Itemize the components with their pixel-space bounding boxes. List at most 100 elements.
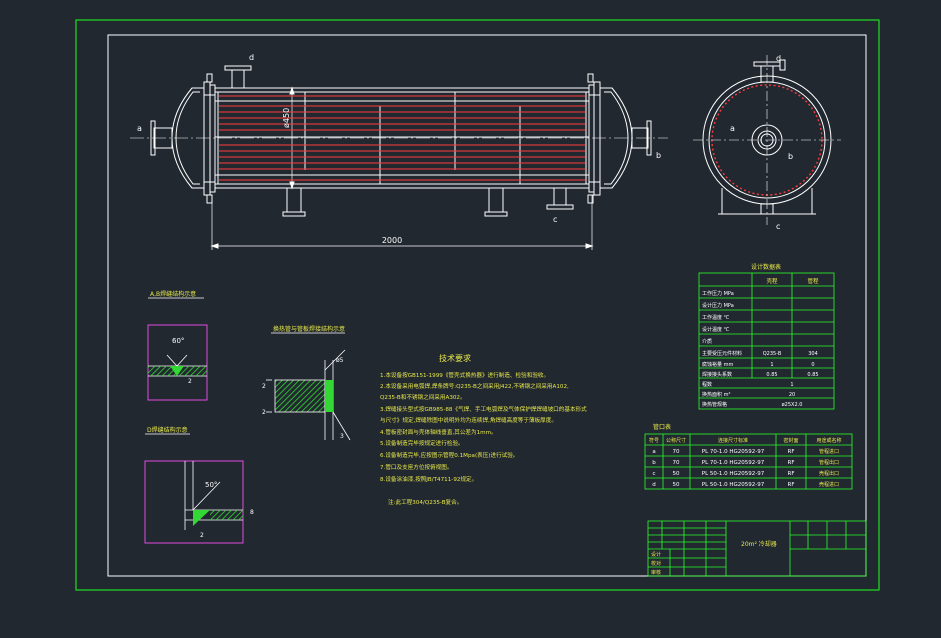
detail-d-title: D焊缝结构示意 [147, 426, 188, 434]
main-view [130, 65, 668, 250]
nozzle-cell: c [652, 471, 655, 477]
label-nozzle-a: a [137, 124, 142, 133]
nozzle-header: 密封面 [783, 437, 798, 444]
design-row-label: 设计温度 ℃ [702, 326, 730, 333]
design-row-label: 工作温度 ℃ [702, 314, 730, 321]
nozzle-table: 管口表 符号 公称尺寸 连接尺寸标准 密封面 用途或名称 a 70 PL 70-… [644, 423, 853, 490]
inner-frame [107, 34, 867, 577]
end-view [693, 55, 841, 225]
length-dimension-text: 2000 [382, 236, 402, 245]
detail-d-box [144, 460, 244, 544]
nozzle-table-title: 管口表 [653, 423, 671, 431]
detail-tube-dim1: ø5 [336, 357, 344, 364]
design-cell: 0.85 [766, 372, 777, 378]
nozzle-cell: 壳程进口 [819, 481, 839, 488]
design-row-label: 介质 [702, 338, 712, 345]
left-flange [203, 81, 211, 196]
design-row-label: 程数 [702, 381, 712, 388]
nozzle-c [553, 187, 567, 206]
design-cell: 0.85 [807, 372, 818, 378]
design-row-label: 换热管规格 [702, 401, 727, 408]
nozzle-d [231, 69, 245, 89]
detail-tube-dim3: 2 [262, 409, 266, 416]
nozzle-cell: 50 [673, 471, 680, 477]
nozzle-cell: PL 50-1.0 HG20592-97 [702, 482, 765, 488]
detail-ab-title: A,B焊缝结构示意 [150, 290, 196, 298]
nozzle-cell: 管程进口 [819, 448, 839, 455]
sign-row-label: 审核 [651, 569, 661, 576]
notes-footnote: 注:此工程304/Q235-B复合。 [388, 498, 462, 506]
label-nozzle-b: b [656, 151, 661, 160]
title-block: 20m² 冷却器 设计 校对 审核 [647, 520, 867, 577]
drawing-name: 20m² 冷却器 [741, 540, 777, 548]
design-data-table: 设计数据表 壳程 管程 工作压力 MPa 设计压力 MPa 工作温度 ℃ 设计温… [698, 263, 835, 410]
detail-ab-gap: 2 [188, 378, 192, 385]
sign-row-label: 校对 [651, 560, 661, 567]
end-label-a: a [730, 124, 735, 133]
note-line: 1.本设备按GB151-1999《管壳式换热器》进行制造、检验和验收。 [380, 371, 549, 379]
label-nozzle-c: c [553, 215, 557, 224]
detail-ab-angle: 60° [172, 337, 184, 345]
nozzle-cell: 壳程出口 [819, 470, 839, 477]
outer-frame [75, 19, 880, 591]
detail-tube-dim2: 2 [262, 383, 266, 390]
nozzle-cell: 50 [673, 482, 680, 488]
design-row-label: 设计压力 MPa [702, 302, 734, 309]
note-line: 与尺寸》规定,焊缝除图中说明外均为连续焊,角焊缝高度等于薄板厚度。 [380, 416, 557, 424]
note-line: 5.设备制造完毕按规定进行检验。 [380, 439, 464, 447]
nozzle-cell: 70 [673, 460, 680, 466]
design-cell: 304 [808, 351, 818, 357]
end-label-c: c [776, 222, 780, 231]
design-row-label: 焊接接头系数 [702, 371, 732, 378]
detail-tube-dim4: 3 [340, 433, 344, 440]
support-left [286, 187, 302, 213]
detail-tube-title: 换热管与管板焊接结构示意 [273, 325, 345, 333]
nozzle-header: 公称尺寸 [666, 437, 686, 444]
end-label-b: b [788, 152, 793, 161]
technical-notes: 技术要求 1.本设备按GB151-1999《管壳式换热器》进行制造、检验和验收。… [380, 353, 587, 506]
sign-row-label: 设计 [651, 551, 661, 558]
design-cell: 0 [811, 362, 814, 368]
nozzle-cell: PL 70-1.0 HG20592-97 [702, 449, 765, 455]
nozzle-cell: d [652, 482, 656, 488]
design-row-label: 换热面积 m² [702, 391, 730, 398]
note-line: 3.焊缝接头型式按GB985-88《气焊、手工电弧焊及气体保护焊焊缝坡口的基本形… [380, 405, 587, 413]
right-flange [593, 81, 601, 196]
design-table-title: 设计数据表 [751, 263, 781, 271]
nozzle-cell: RF [788, 471, 795, 477]
design-row-label: 工作压力 MPa [702, 290, 734, 297]
design-cell: Q235-B [763, 351, 782, 357]
design-col-header: 壳程 [766, 277, 778, 285]
design-cell: 1 [790, 382, 793, 388]
design-col-header: 管程 [807, 277, 819, 285]
design-row-label: 主要受压元件材料 [702, 350, 742, 357]
note-line: Q235-B和不锈钢之间采用A302。 [380, 393, 466, 401]
nozzle-cell: PL 50-1.0 HG20592-97 [702, 471, 765, 477]
design-cell: ø25X2.0 [782, 402, 803, 408]
notes-title: 技术要求 [439, 353, 471, 363]
design-cell: 1 [770, 362, 773, 368]
note-line: 6.设备制造完毕,应按图示管程0.1Mpa(表压)进行试验。 [380, 451, 518, 459]
nozzle-header: 连接尺寸标准 [718, 437, 748, 444]
note-line: 2.本设备采用电弧焊,焊条牌号:Q235-B之间采用J422,不锈钢之间采用A1… [380, 382, 569, 390]
detail-tube-plate [274, 379, 326, 413]
nozzle-cell: a [652, 449, 655, 455]
nozzle-header: 用途或名称 [816, 437, 841, 444]
nozzle-header: 符号 [649, 437, 659, 444]
tube-bundle [219, 95, 585, 181]
note-line: 4.管板密封面与壳体轴线垂直,其公差为1mm。 [380, 428, 497, 436]
detail-d-gap: 2 [200, 532, 204, 539]
nozzle-cell: b [652, 460, 656, 466]
nozzle-cell: 管程出口 [819, 459, 839, 466]
nozzle-cell: PL 70-1.0 HG20592-97 [702, 460, 765, 466]
label-nozzle-d: d [249, 53, 254, 62]
detail-d-angle: 50° [205, 481, 217, 489]
note-line: 7.管口及支座方位按俯视图。 [380, 463, 452, 471]
nozzle-cell: RF [788, 482, 795, 488]
support-right [488, 187, 504, 213]
note-line: 8.设备涂油漆,按照JB/T4711-92规定。 [380, 475, 477, 483]
nozzle-cell: 70 [673, 449, 680, 455]
detail-d-dim: 8 [250, 509, 254, 516]
design-cell: 20 [789, 392, 795, 398]
